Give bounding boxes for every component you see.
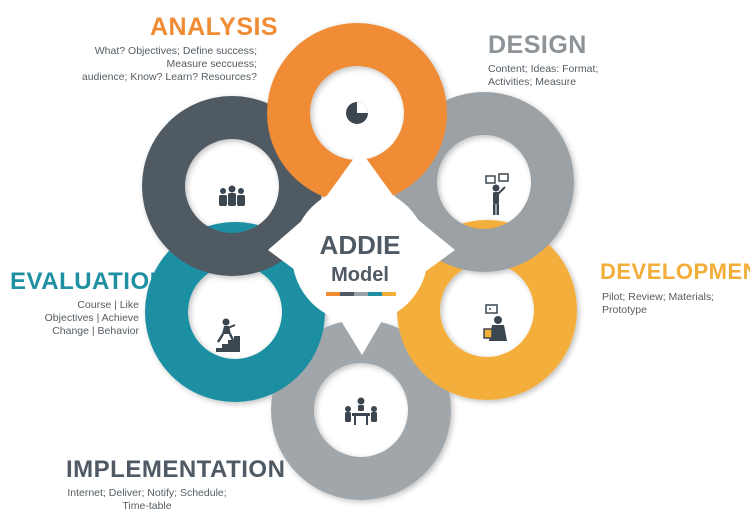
center-title: ADDIE — [320, 230, 401, 260]
implementation-petal — [271, 320, 451, 500]
design-line: Activities; Measure — [488, 76, 577, 88]
center-subtitle: Model — [331, 264, 389, 286]
analysis-line: Measure seccuess; — [166, 58, 257, 70]
design-description: Content; Ideas: Format; Activities; Meas… — [488, 63, 598, 89]
team-icon — [219, 185, 245, 206]
implementation-description: Internet; Deliver; Notify; Schedule; Tim… — [52, 487, 242, 513]
meeting-icon — [345, 397, 377, 425]
analysis-line: audience; Know? Learn? Resources? — [81, 71, 257, 83]
evaluation-description: Course | Like Objectives | Achieve Chang… — [45, 299, 139, 338]
development-description: Pilot; Review; Materials; Prototype — [602, 291, 714, 317]
analysis-petal — [267, 23, 447, 203]
presenter-icon — [485, 173, 509, 215]
pie-chart-icon — [346, 102, 368, 124]
implementation-line: Internet; Deliver; Notify; Schedule; — [67, 487, 227, 499]
evaluation-line: Change | Behavior — [52, 325, 139, 337]
development-title: DEVELOPMENT — [600, 259, 750, 284]
development-petal — [397, 220, 577, 400]
development-line: Prototype — [602, 304, 647, 316]
implementation-title: IMPLEMENTATION — [66, 456, 286, 483]
design-title: DESIGN — [488, 31, 587, 59]
analysis-line: What? Objectives; Define success; — [94, 45, 257, 57]
design-line: Content; Ideas: Format; — [488, 63, 599, 75]
climber-icon — [210, 318, 240, 352]
center-hub-core — [292, 187, 428, 323]
implementation-line: Time-table — [122, 500, 172, 512]
analysis-description: What? Objectives; Define success; Measur… — [82, 45, 257, 84]
evaluation-petal — [145, 222, 325, 402]
analysis-title: ANALYSIS — [150, 13, 279, 41]
development-line: Pilot; Review; Materials; — [602, 291, 715, 303]
evaluation-line: Objectives | Achieve — [44, 312, 139, 324]
evaluation-line: Course | Like — [77, 299, 139, 311]
center-color-bar — [326, 292, 396, 296]
evaluation-title: EVALUATION — [10, 268, 168, 295]
developer-icon — [483, 304, 507, 341]
